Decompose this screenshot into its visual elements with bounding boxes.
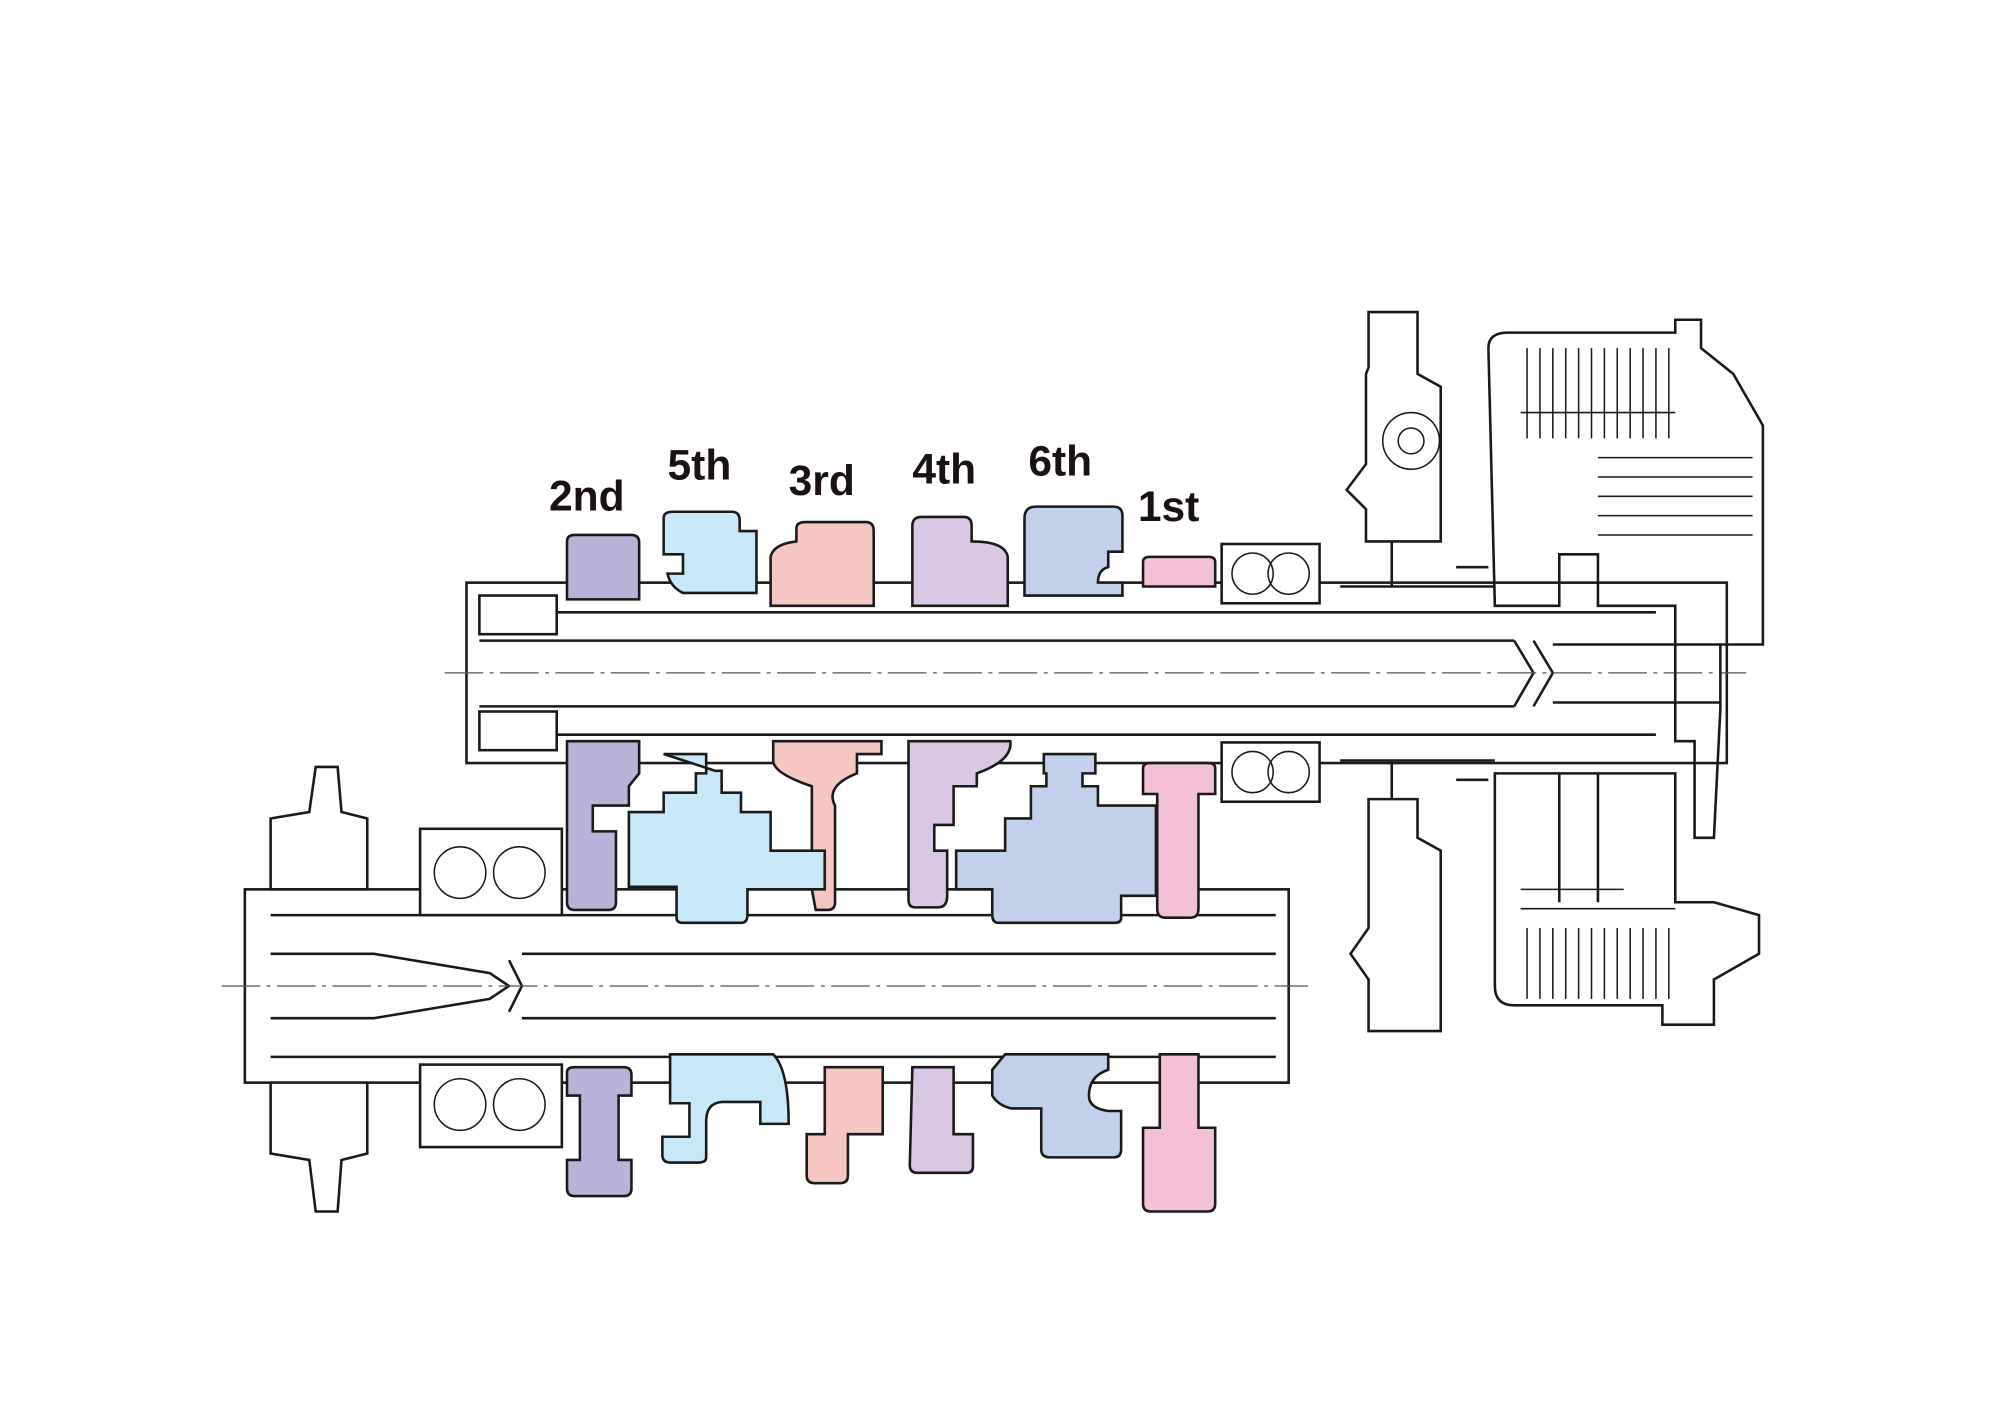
gear-4th-input-bottom xyxy=(907,739,1012,909)
gear-1st-input-bottom xyxy=(1141,761,1217,919)
gear-label-6th: 6th xyxy=(1028,439,1092,486)
gear-label-1st: 1st xyxy=(1138,484,1199,531)
gear-5th-output xyxy=(661,1053,790,1164)
gear-3rd-input-bottom xyxy=(771,739,883,912)
gear-2nd-output xyxy=(565,1065,633,1198)
gear-label-2nd: 2nd xyxy=(549,473,625,520)
gear-5th-input-bottom xyxy=(627,752,827,925)
gear-3rd-output xyxy=(805,1065,885,1185)
gear-1st-input-top xyxy=(1141,555,1217,588)
gear-6th-output xyxy=(990,1053,1123,1159)
output-flange xyxy=(269,765,369,1213)
bearing-left-upper xyxy=(418,827,564,917)
gear-1st-output xyxy=(1141,1053,1217,1213)
gear-label-3rd: 3rd xyxy=(789,458,855,505)
gear-5th-input-top xyxy=(662,510,758,595)
gear-3rd-input-top xyxy=(769,520,876,608)
clutch-plates-lower xyxy=(1520,888,1676,999)
bearing-left-lower xyxy=(418,1063,564,1149)
gear-2nd-input-bottom xyxy=(565,739,641,912)
gear-2nd-input-top xyxy=(565,533,641,601)
input-shaft xyxy=(444,581,1747,765)
gear-label-5th: 5th xyxy=(668,443,732,490)
clutch-plates-upper xyxy=(1520,348,1753,536)
gear-4th-input-top xyxy=(911,515,1010,608)
bearing-right-upper xyxy=(1220,542,1321,605)
bearing-right-lower xyxy=(1220,741,1321,804)
clutch-assembly xyxy=(1340,310,1765,1033)
gear-4th-output xyxy=(908,1065,975,1175)
gear-label-4th: 4th xyxy=(912,446,976,493)
gear-6th-input-top xyxy=(1023,505,1124,597)
